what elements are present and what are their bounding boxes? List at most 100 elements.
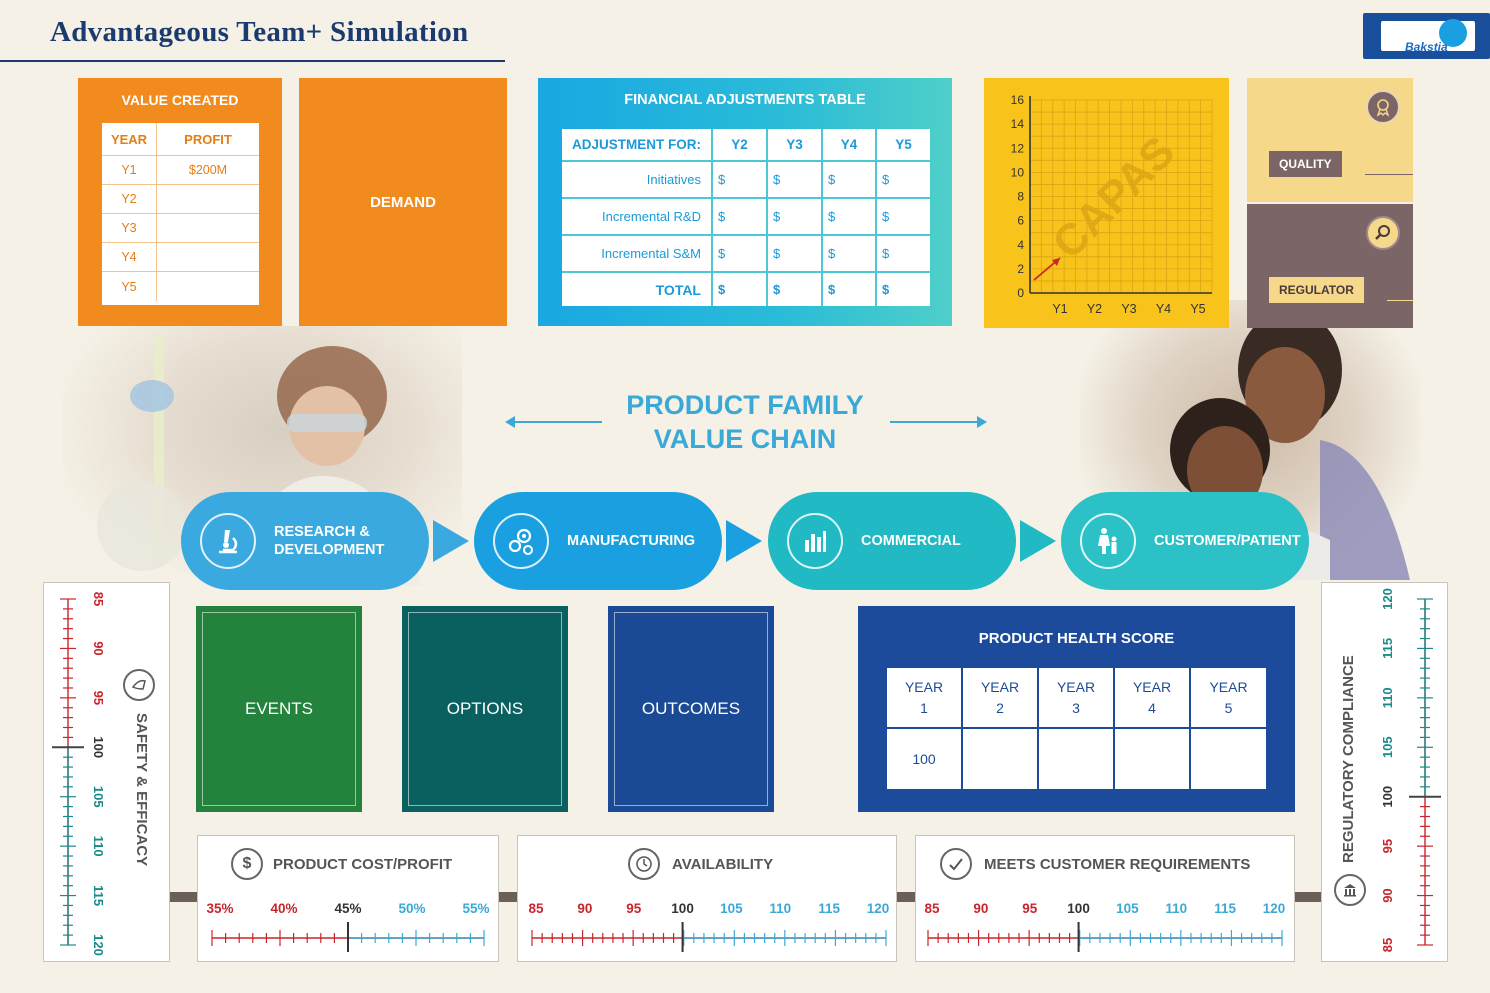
award-ribbon-icon xyxy=(1366,90,1400,124)
gauge-tick-label: 105 xyxy=(1116,901,1139,916)
demand-panel[interactable]: DEMAND xyxy=(299,78,507,326)
profit-cell[interactable] xyxy=(157,272,259,301)
y-tick-label: 2 xyxy=(1017,262,1024,276)
shield-icon xyxy=(123,669,155,701)
health-score-cell[interactable] xyxy=(1039,729,1115,789)
events-box[interactable]: EVENTS xyxy=(196,606,362,812)
table-divider xyxy=(887,727,1266,729)
profit-cell[interactable] xyxy=(157,214,259,242)
gauge-tick-label: 85 xyxy=(1380,938,1395,952)
bank-icon xyxy=(1334,874,1366,906)
left-arrow-line xyxy=(512,421,602,423)
bar-chart-icon xyxy=(787,513,843,569)
product-cost-profit-title: PRODUCT COST/PROFIT xyxy=(273,856,453,873)
regulator-rule xyxy=(1387,300,1413,301)
gauge-tick-label: 95 xyxy=(626,901,642,916)
health-score-cell[interactable] xyxy=(1115,729,1191,789)
amount-cell[interactable]: $ xyxy=(882,209,890,224)
amount-cell[interactable]: $ xyxy=(823,236,877,271)
gauge-tick-label: 95 xyxy=(1380,839,1395,853)
gauge-tick-label: 105 xyxy=(720,901,743,916)
gauge-tick-label: 95 xyxy=(91,691,106,705)
amount-cell[interactable]: $ xyxy=(713,162,768,197)
stage-label: MANUFACTURING xyxy=(567,533,696,549)
value-chain-title: PRODUCT FAMILY VALUE CHAIN xyxy=(600,388,890,456)
table-row: Incremental R&D $ $ $ $ xyxy=(562,199,930,236)
gauge-tick-label: 120 xyxy=(1380,588,1395,610)
amount-cell[interactable]: $ xyxy=(823,162,877,197)
amount-cell[interactable]: $ xyxy=(768,199,823,234)
outcomes-box[interactable]: OUTCOMES xyxy=(608,606,774,812)
scientist-photo xyxy=(62,326,462,586)
financial-adjustments-title: FINANCIAL ADJUSTMENTS TABLE xyxy=(624,92,866,108)
stage-research-development[interactable]: RESEARCH & DEVELOPMENT xyxy=(181,492,429,590)
amount-cell[interactable]: $ xyxy=(713,199,768,234)
gauge-tick-label: 85 xyxy=(528,901,544,916)
gauge-tick-label: 100 xyxy=(1067,901,1090,916)
amount-cell[interactable]: $ xyxy=(768,162,823,197)
outcomes-label: OUTCOMES xyxy=(641,699,741,718)
amount-cell[interactable]: $ xyxy=(882,246,890,261)
gauge-tick-label: 115 xyxy=(91,885,106,906)
gauge-tick-label: 120 xyxy=(91,934,106,956)
amount-cell[interactable]: $ xyxy=(882,172,890,187)
table-row: Y5 xyxy=(102,272,259,301)
product-cost-profit-gauge[interactable]: $ PRODUCT COST/PROFIT 35%40%45%50%55% xyxy=(197,835,499,962)
financial-adjustments-table: ADJUSTMENT FOR: Y2 Y3 Y4 Y5 Initiatives … xyxy=(562,129,930,306)
availability-title: AVAILABILITY xyxy=(672,856,774,873)
gauge-tick-label: 55% xyxy=(462,901,489,916)
quality-panel[interactable]: QUALITY xyxy=(1247,78,1413,202)
year-cell: Y4 xyxy=(102,243,157,271)
clock-24-icon xyxy=(628,848,660,880)
gauge-tick-label: 90 xyxy=(91,641,106,655)
profit-cell[interactable] xyxy=(157,243,259,271)
gauge-tick-label: 50% xyxy=(398,901,425,916)
profit-cell[interactable] xyxy=(157,185,259,213)
value-chain-title-line2: VALUE CHAIN xyxy=(653,424,837,454)
regulator-label: REGULATOR xyxy=(1269,277,1364,303)
column-header-y5: Y5 xyxy=(895,137,912,152)
options-label: OPTIONS xyxy=(446,699,524,718)
chevron-right-icon xyxy=(433,520,469,562)
y-tick-label: 6 xyxy=(1017,214,1024,228)
company-logo: Bakstia xyxy=(1363,13,1490,59)
amount-cell[interactable]: $ xyxy=(823,199,877,234)
stage-customer-patient[interactable]: CUSTOMER/PATIENT xyxy=(1061,492,1309,590)
stage-commercial[interactable]: COMMERCIAL xyxy=(768,492,1016,590)
gauge-tick-label: 85 xyxy=(924,901,940,916)
family-icon xyxy=(1080,513,1136,569)
chevron-right-icon xyxy=(1020,520,1056,562)
gauge-tick-label: 90 xyxy=(577,901,592,916)
amount-cell[interactable]: $ xyxy=(713,236,768,271)
health-score-cell[interactable] xyxy=(1191,729,1266,789)
gauge-tick-label: 35% xyxy=(206,901,233,916)
title-underline xyxy=(0,60,505,62)
amount-cell[interactable]: $ xyxy=(768,236,823,271)
left-arrow-icon xyxy=(505,416,515,428)
profit-cell[interactable]: $200M xyxy=(188,163,228,177)
gauge-tick-label: 110 xyxy=(1165,901,1187,916)
capa-trend-arrowhead xyxy=(1052,258,1060,266)
total-cell: $ xyxy=(768,273,823,306)
stage-manufacturing[interactable]: MANUFACTURING xyxy=(474,492,722,590)
x-tick-label: Y4 xyxy=(1156,302,1171,316)
gauge-tick-label: 110 xyxy=(91,836,106,857)
options-box[interactable]: OPTIONS xyxy=(402,606,568,812)
regulator-panel[interactable]: REGULATOR xyxy=(1247,204,1413,328)
total-cell: $ xyxy=(882,282,890,297)
column-header-y3: Y3 xyxy=(768,129,823,160)
chevron-right-icon xyxy=(726,520,762,562)
year-cell: Y3 xyxy=(102,214,157,242)
health-score-cell[interactable] xyxy=(963,729,1039,789)
meets-customer-requirements-title: MEETS CUSTOMER REQUIREMENTS xyxy=(984,856,1251,873)
financial-adjustments-panel: FINANCIAL ADJUSTMENTS TABLE ADJUSTMENT F… xyxy=(538,78,952,326)
health-score-cell[interactable]: 100 xyxy=(887,729,963,789)
